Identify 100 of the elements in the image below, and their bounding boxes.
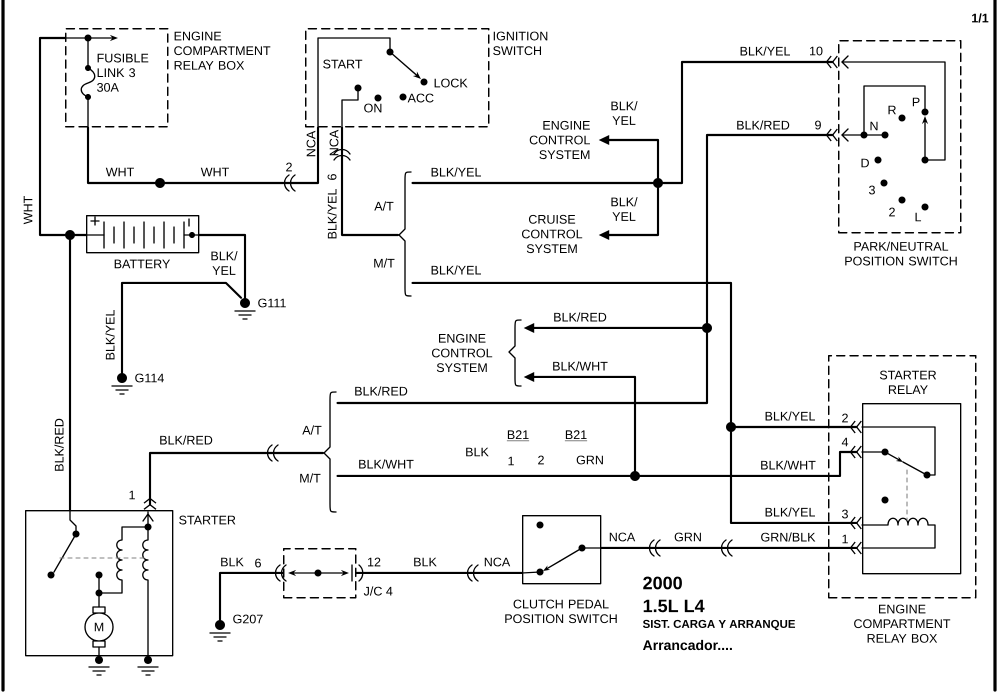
wire [68,239,72,512]
wire-label: BLK/YEL [763,410,817,422]
junction-dot [630,471,640,481]
wire [706,128,838,324]
wire-label: BLK/RED [552,311,608,323]
junction-dot [726,422,736,432]
option-label: M/T [300,473,320,483]
wire-label: BLK/ YEL [206,250,242,276]
starter-relay: STARTER RELAY [862,370,962,574]
position-letter: L [916,212,922,222]
wire-label: BLK/WHT [356,458,416,470]
wire-label: BLK [218,556,246,568]
pin-number: 1 [129,490,135,500]
wire [662,56,838,184]
wire-label: BLK/YEL [104,308,116,362]
pin-number: 1 [842,534,848,544]
wire [198,234,246,299]
wire [164,126,320,184]
wire-label: BLK/YEL [763,506,817,518]
pin-number: 2 [842,414,848,422]
wire-label: GRN/BLK [759,531,817,543]
junction-dot [653,178,663,188]
position-letter: N [870,122,878,130]
position-label: START [323,60,362,68]
position-letter: 2 [889,208,895,216]
position-label: ACC [408,94,434,102]
wire-label: NCA [610,532,636,542]
wire [411,282,732,423]
pin-number: 4 [842,438,848,446]
pin-number: 3 [842,510,848,518]
motor-label: M [94,622,104,632]
wire-label: BLK [412,556,438,568]
system-label: ENGINE CONTROL SYSTEM [432,334,492,372]
wire-label: WHT [104,166,136,178]
wire-label: BLK/YEL [738,45,792,57]
wire-label: BLK/RED [734,119,792,131]
pin-number: 12 [368,558,380,566]
wire-label: BLK/RED [158,434,214,446]
position-label: LOCK [434,78,468,88]
pin-number: 10 [810,46,822,56]
wire [411,182,654,184]
fuse-label: FUSIBLE LINK 3 30A [97,54,148,92]
battery: BATTERY [86,215,200,268]
position-letter: D [862,158,869,168]
position-letter: P [912,98,920,106]
wire [600,542,862,554]
wire [735,420,862,434]
junction-dot [155,178,165,188]
wire [340,126,400,236]
option-label: M/T [374,258,394,268]
junction-dot [65,230,75,240]
system-label: ENGINE CONTROL SYSTEM [530,120,590,160]
node-label: ENGINE COMPARTMENT RELAY BOX [854,604,950,643]
wire-label: WHT [22,194,34,226]
wire-label: WHT [199,166,231,178]
wire-label: NCA [330,130,338,156]
wire [86,126,156,184]
pin-number: 2 [286,162,292,172]
wire-label: BLK/RED [53,416,65,474]
wire [218,572,284,621]
option-label: A/T [302,425,322,435]
wire-label: BLK/WHT [758,459,818,471]
wire-label: GRN [576,456,603,464]
position-label: ON [364,104,382,112]
pin-number: 6 [255,558,261,568]
wire [336,332,708,404]
subtitle-text: Arrancador.... [642,640,732,650]
wire-label: GRN [674,532,701,542]
wire [639,446,862,478]
wire-label: NCA [306,130,316,156]
splice-label: B21 [506,430,530,442]
wire [120,282,242,374]
wire [38,36,66,236]
wire-label: BLK/RED [352,385,410,397]
pin-number: 1 [508,456,514,466]
wire-label: NCA [484,558,510,566]
system-label: CRUISE CONTROL SYSTEM [522,214,582,254]
option-label: A/T [374,201,394,211]
splice-label: B21 [564,430,588,442]
wire-label: BLK/YEL [429,264,483,276]
pin-number: 9 [815,120,821,130]
wire-label: BLK/ YEL [606,100,642,126]
title-text: 2000 [643,576,682,590]
wire-label: BLK/YEL [326,187,338,241]
wire [355,572,524,574]
page-number: 1/1 [972,13,988,23]
wire-label: BLK [466,448,489,456]
junction-dot [702,323,712,333]
subtitle-text: SIST. CARGA Y ARRANQUE [642,620,796,630]
wire [336,474,631,478]
wire [730,431,862,530]
position-letter: R [888,106,896,114]
wire [74,234,88,236]
pin-number: 6 [328,174,336,180]
position-letter: 3 [869,186,875,194]
wire-label: BLK/YEL [429,166,483,178]
wire [144,452,324,510]
title-text: 1.5L L4 [644,600,705,612]
wire-label: BLK/ YEL [606,196,642,222]
pin-number: 2 [538,456,544,464]
